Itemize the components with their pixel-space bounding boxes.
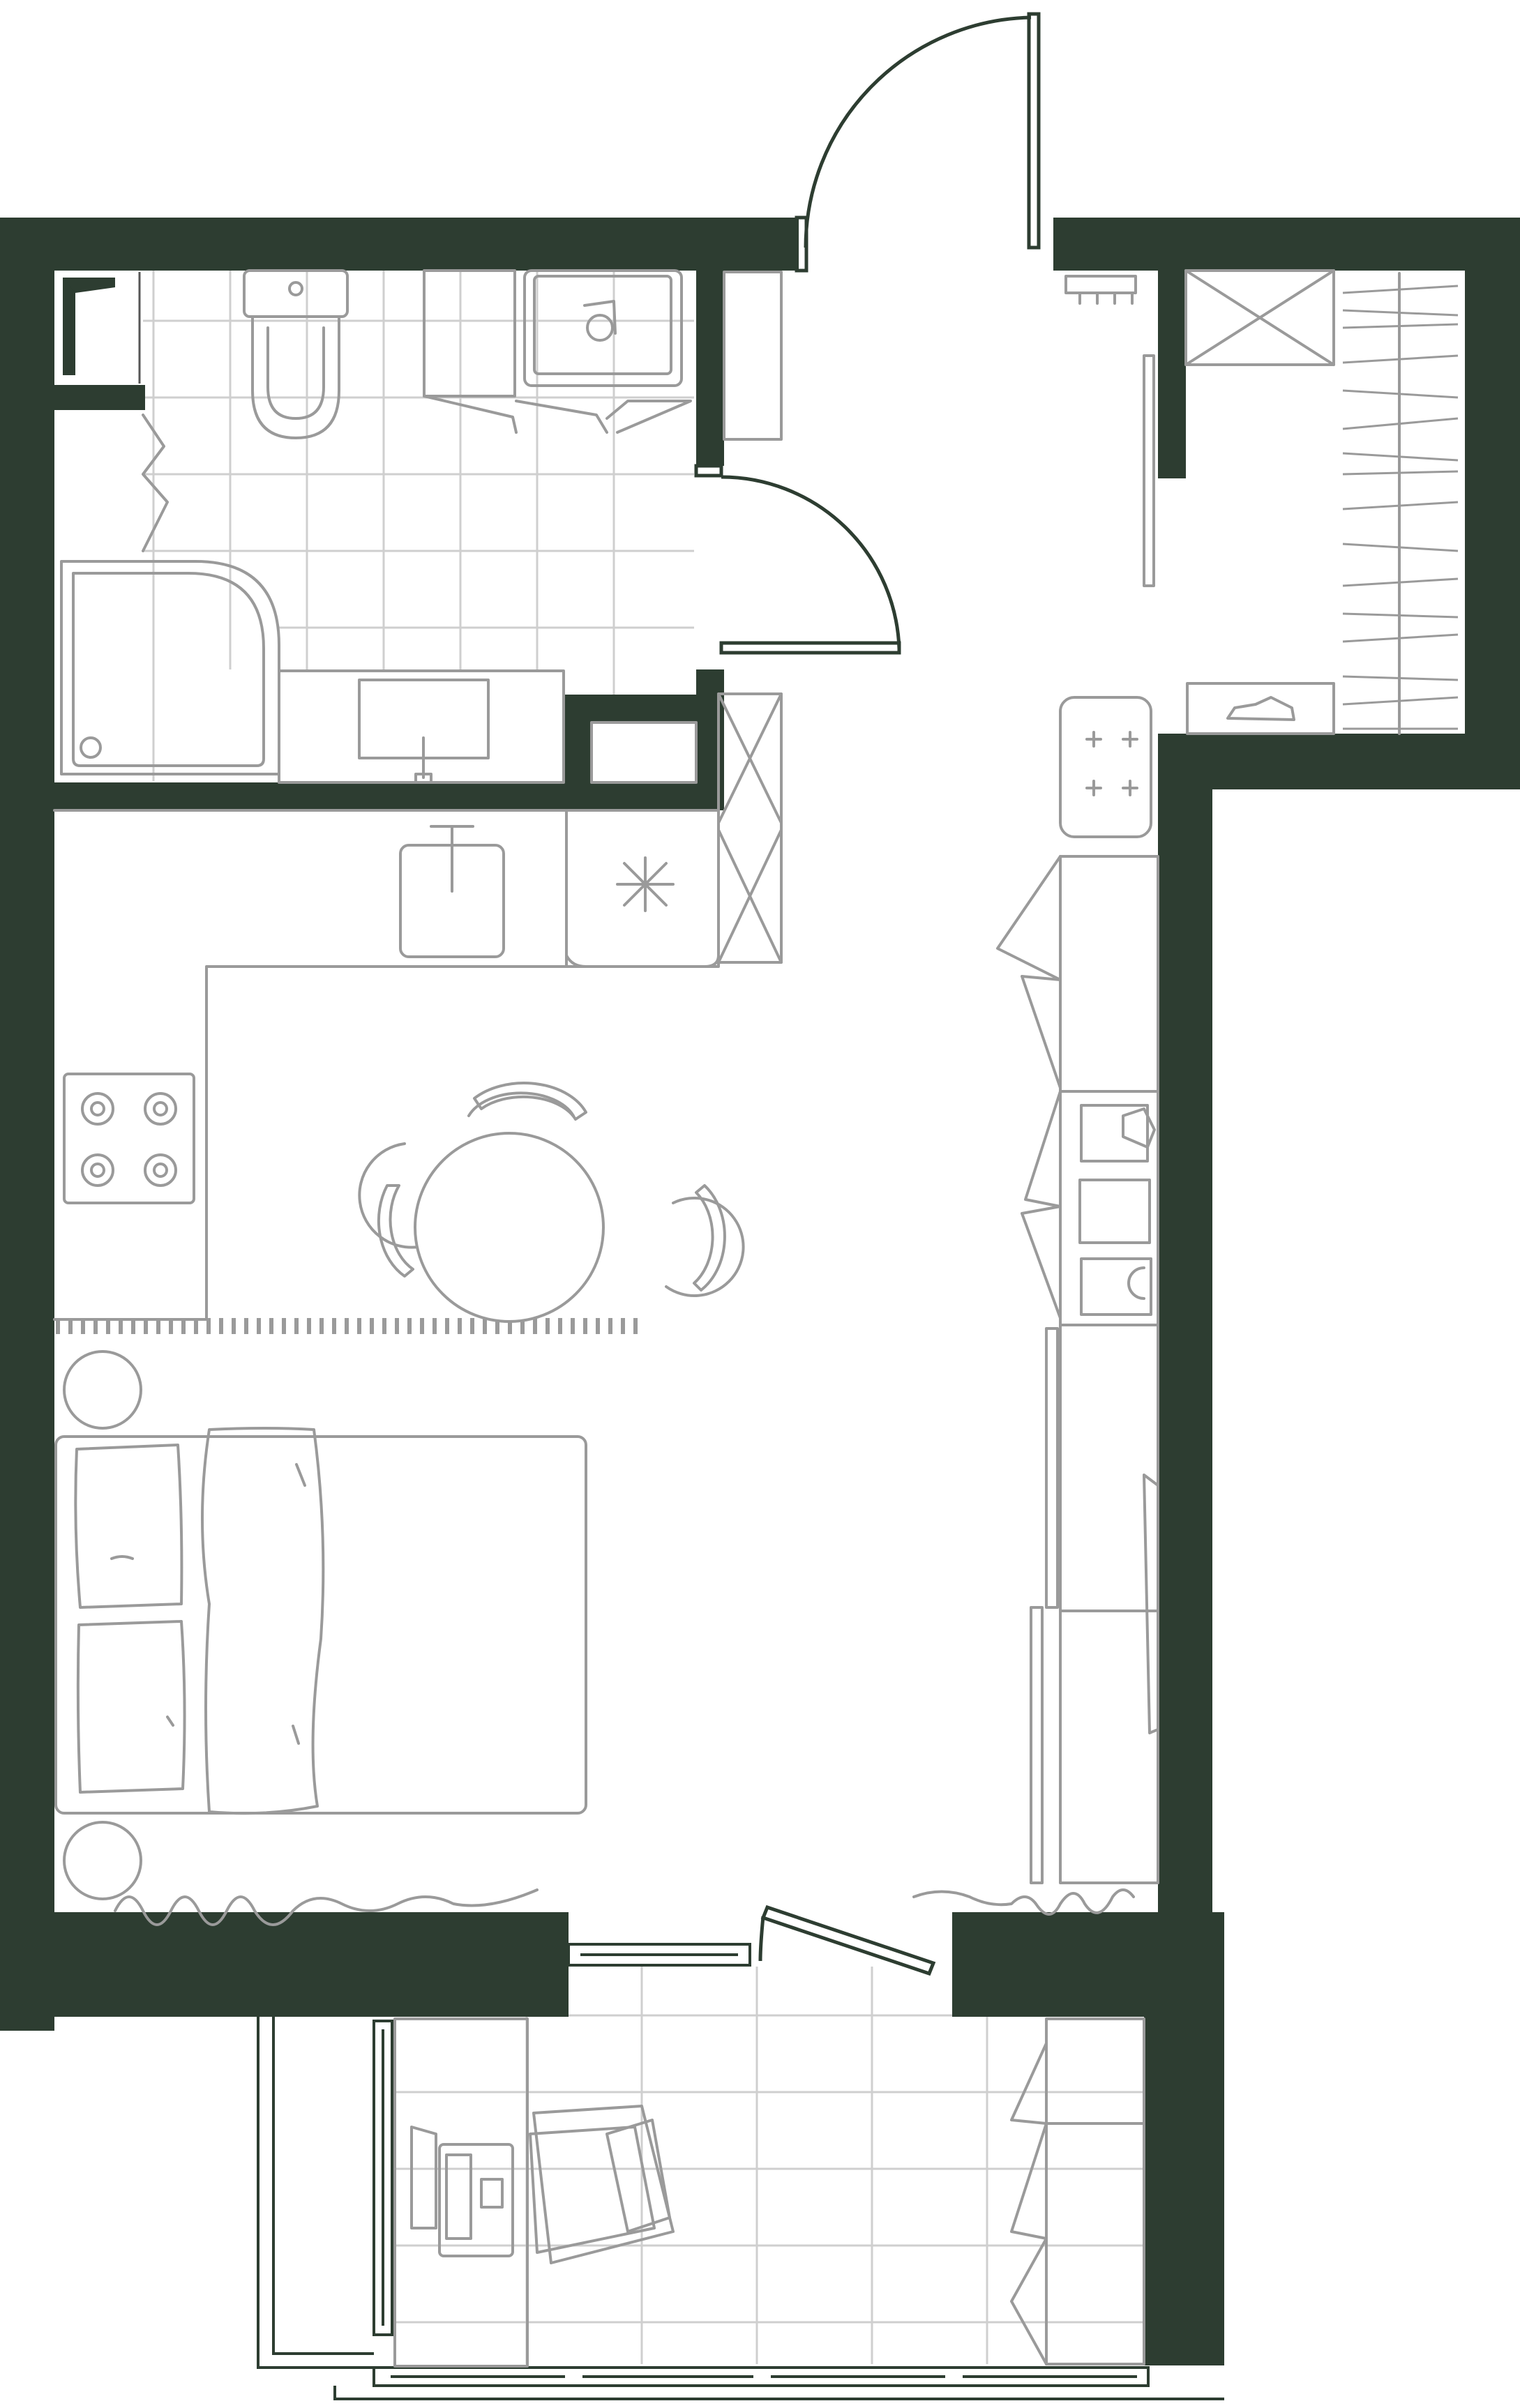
curtain bbox=[114, 1888, 1135, 1926]
nightstand-bottom bbox=[63, 1821, 142, 1900]
right-closet bbox=[1030, 1324, 1159, 1884]
bathroom-door[interactable] bbox=[694, 464, 901, 655]
washing-machine-icon bbox=[423, 269, 683, 397]
kitchen-counter bbox=[53, 809, 720, 1321]
laundry-niche bbox=[590, 721, 698, 784]
armchair-icon bbox=[529, 2105, 675, 2264]
hallway-shelf bbox=[717, 692, 783, 964]
hallway-bench bbox=[1059, 696, 1152, 838]
right-cabinets bbox=[996, 855, 1159, 1326]
radiator-icon bbox=[1064, 275, 1137, 305]
bathroom-tiles bbox=[143, 269, 694, 781]
desk-icon bbox=[393, 2017, 529, 2368]
door-swing-icon bbox=[804, 15, 1032, 248]
bathroom-cabinet-doors[interactable] bbox=[423, 395, 692, 434]
balcony-shelf bbox=[1010, 2017, 1145, 2365]
balcony-side-window[interactable] bbox=[373, 2020, 393, 2336]
bed-icon bbox=[54, 1427, 587, 1815]
walls bbox=[0, 218, 1520, 2365]
balcony-door[interactable] bbox=[758, 1905, 936, 1976]
shower-icon bbox=[60, 560, 280, 775]
nightstand-top bbox=[63, 1350, 142, 1430]
rug bbox=[56, 1318, 642, 1334]
balcony-tiles bbox=[391, 1967, 1144, 2364]
balcony-railing bbox=[257, 2017, 1224, 2400]
hallway-cabinet bbox=[723, 271, 783, 441]
wardrobe-shelf bbox=[1184, 269, 1335, 366]
stove-icon bbox=[63, 1073, 195, 1204]
shoe-icon bbox=[1186, 682, 1335, 735]
clothes-rail bbox=[1342, 272, 1459, 735]
towel-rack-icon bbox=[142, 414, 169, 552]
closet-door[interactable] bbox=[63, 272, 141, 384]
door-swing-icon bbox=[721, 475, 901, 649]
dining-table-icon bbox=[358, 1082, 745, 1323]
balcony-front-window[interactable] bbox=[373, 2366, 1150, 2387]
toilet-icon bbox=[243, 269, 349, 439]
bathroom-sink-icon bbox=[278, 669, 565, 784]
fridge-icon bbox=[565, 856, 720, 968]
entrance-door[interactable] bbox=[795, 12, 1041, 273]
mirror-icon bbox=[1143, 354, 1155, 587]
kitchen-sink-icon bbox=[399, 825, 505, 958]
window-living[interactable] bbox=[567, 1943, 751, 1967]
